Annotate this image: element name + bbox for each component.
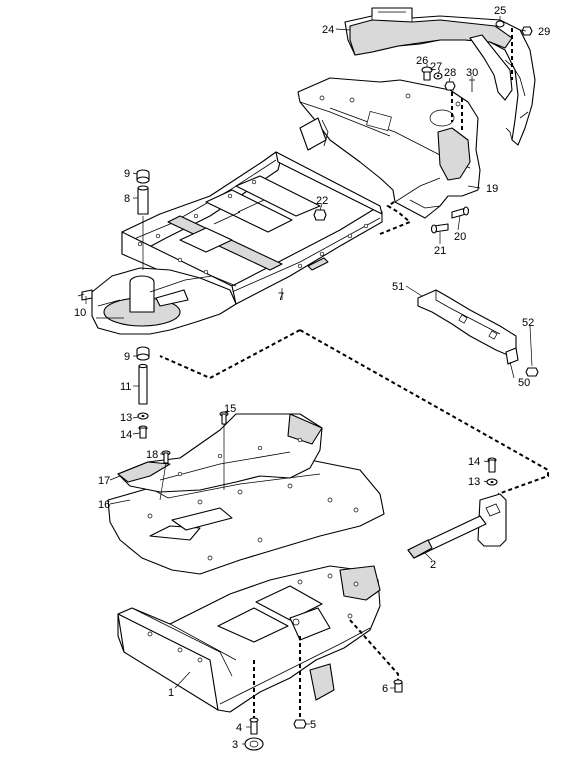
callout-30: 30 bbox=[466, 67, 478, 79]
main-frame bbox=[121, 151, 383, 305]
nut-5 bbox=[293, 719, 307, 729]
callout-20: 20 bbox=[454, 231, 466, 243]
rear-bumper bbox=[344, 7, 536, 146]
bracket-51 bbox=[417, 289, 517, 357]
callout-52: 52 bbox=[522, 317, 534, 329]
assembly-line-rear-bolts bbox=[451, 92, 463, 130]
callout-13-left: 13 bbox=[120, 412, 132, 424]
washer-13-right bbox=[486, 478, 498, 486]
bolt-4 bbox=[249, 717, 259, 735]
shaft-11 bbox=[138, 363, 148, 405]
callout-8: 8 bbox=[124, 193, 130, 205]
floor-pan-upper-17 bbox=[117, 413, 323, 493]
callout-19: 19 bbox=[486, 183, 498, 195]
screw-18-axis bbox=[159, 462, 167, 501]
callout-27: 28 bbox=[444, 67, 456, 79]
bolt-14-left bbox=[138, 425, 148, 439]
screw-15 bbox=[219, 411, 229, 425]
callout-50: 50 bbox=[518, 377, 530, 389]
callout-3: 3 bbox=[232, 739, 238, 751]
axle-2 bbox=[407, 515, 487, 559]
callout-14-left: 14 bbox=[120, 429, 132, 441]
caster-plate bbox=[91, 267, 237, 335]
callout-16: 16 bbox=[98, 499, 110, 511]
bolt-21 bbox=[430, 223, 449, 234]
bolt-14-right bbox=[487, 457, 497, 473]
callout-1: 1 bbox=[168, 687, 174, 699]
callout-29: 29 bbox=[538, 26, 550, 38]
leader-lines bbox=[85, 16, 533, 745]
bolt-30 bbox=[469, 79, 475, 92]
washer-28 bbox=[433, 72, 443, 80]
washer-13-left bbox=[137, 412, 149, 420]
spacer-50 bbox=[505, 347, 519, 365]
callout-21: 21 bbox=[434, 245, 446, 257]
callout-13-right: 13 bbox=[468, 476, 480, 488]
bolt-10 bbox=[77, 289, 93, 301]
callout-18: 18 bbox=[146, 449, 158, 461]
callout-15: 15 bbox=[224, 403, 236, 415]
washer-25 bbox=[495, 20, 505, 28]
callout-7: 7 bbox=[278, 291, 284, 303]
nut-52 bbox=[525, 367, 539, 377]
nut-27 bbox=[444, 81, 456, 91]
spacer-8 bbox=[137, 185, 149, 215]
callout-17: 17 bbox=[98, 475, 110, 487]
callout-6: 6 bbox=[382, 683, 388, 695]
callout-9-bottom: 9 bbox=[124, 351, 130, 363]
assembly-line-frame-rear bbox=[379, 201, 412, 235]
callout-5: 5 bbox=[310, 719, 316, 731]
callout-14-right: 14 bbox=[468, 456, 480, 468]
callout-9-top: 9 bbox=[124, 168, 130, 180]
callout-51: 51 bbox=[392, 281, 404, 293]
callout-28: 27 bbox=[430, 61, 442, 73]
assembly-line-main bbox=[159, 329, 549, 495]
callout-25: 25 bbox=[494, 5, 506, 17]
callout-4: 4 bbox=[236, 722, 242, 734]
rear-frame bbox=[297, 77, 481, 219]
callout-10: 10 bbox=[74, 307, 86, 319]
callout-2: 2 bbox=[430, 559, 436, 571]
cap-9-bottom bbox=[136, 346, 150, 361]
bolt-6 bbox=[393, 679, 403, 693]
callout-26: 26 bbox=[416, 55, 428, 67]
pivot-bracket bbox=[477, 493, 507, 547]
callouts: 24 25 29 26 27 28 30 19 20 21 22 9 8 7 1… bbox=[74, 5, 550, 751]
callout-22: 22 bbox=[316, 195, 328, 207]
callout-24: 24 bbox=[322, 24, 334, 36]
callout-11: 11 bbox=[120, 381, 131, 393]
ring-3 bbox=[244, 737, 264, 751]
bolt-20 bbox=[451, 206, 470, 219]
front-frame-1 bbox=[117, 565, 381, 713]
nut-29 bbox=[521, 26, 533, 36]
nut-22 bbox=[313, 209, 327, 221]
cap-9-top bbox=[136, 169, 150, 184]
